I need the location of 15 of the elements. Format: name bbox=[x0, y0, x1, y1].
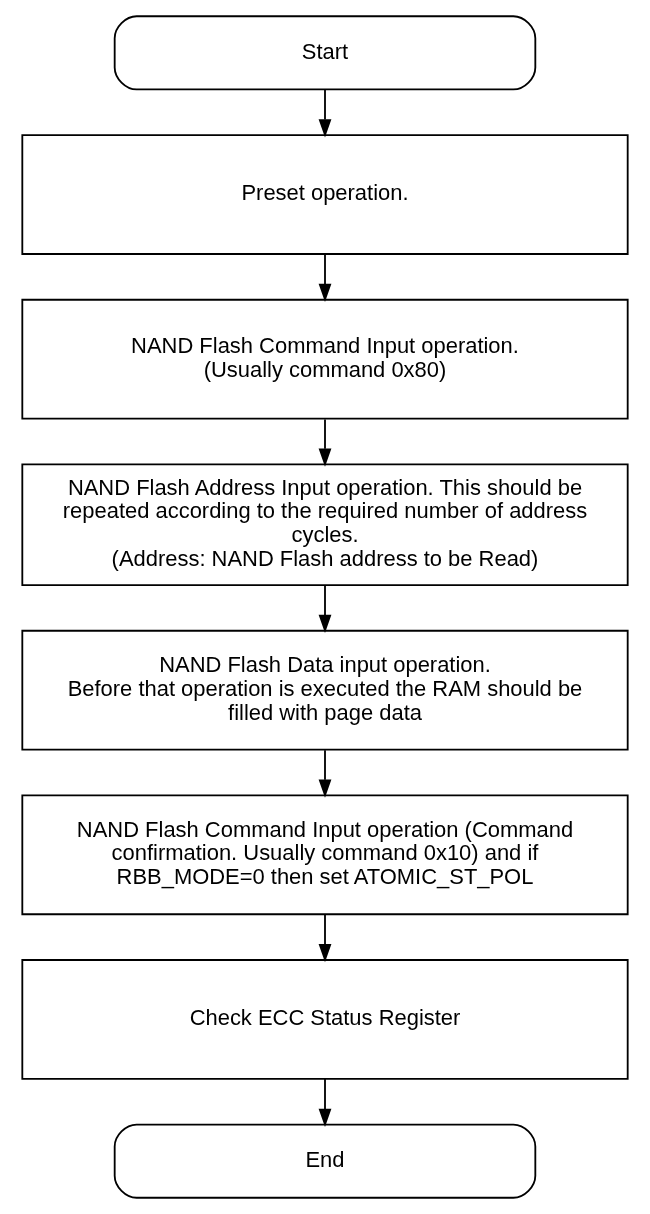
node-box: NAND Flash Data input operation. Before that operation is executed the RAM should be filled with page data bbox=[21, 629, 629, 751]
arrow bbox=[318, 749, 332, 798]
arrow bbox=[318, 584, 332, 634]
node-box: Start bbox=[113, 15, 537, 91]
node-box: Preset operation. bbox=[21, 134, 629, 255]
node-box: NAND Flash Command Input operation (Command confirmation. Usually command 0x10) and if RBB_MODE=0 then set ATOMIC_ST_POL bbox=[21, 794, 629, 916]
node-box: NAND Flash Command Input operation. (Usually command 0x80) bbox=[21, 298, 629, 420]
arrow bbox=[318, 913, 332, 963]
node-box: Check ECC Status Register bbox=[21, 959, 629, 1080]
arrow bbox=[318, 418, 332, 467]
arrow bbox=[318, 1078, 332, 1128]
arrow bbox=[318, 88, 332, 138]
node-box: End bbox=[113, 1123, 537, 1199]
node-box: NAND Flash Address Input operation. This should be repeated according to the required number of address cycles. (Address: NAND Flash address to be Read) bbox=[21, 463, 629, 586]
arrow bbox=[318, 253, 332, 303]
